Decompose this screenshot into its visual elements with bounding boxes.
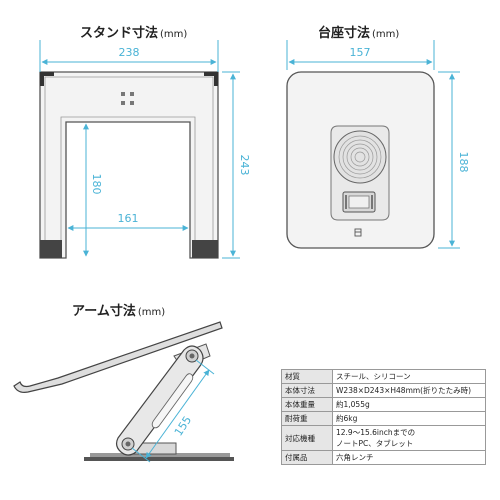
spec-value: 約1,055g [332, 397, 486, 412]
spec-row-weight: 本体重量 約1,055g [281, 397, 486, 412]
base-dimension-title: 台座寸法(mm) [318, 22, 399, 41]
stand-title-text: スタンド寸法 [80, 26, 159, 41]
spec-label: 材質 [281, 369, 333, 384]
stand-width-label: 238 [119, 46, 140, 59]
spec-value: 約6kg [332, 411, 486, 426]
spec-row-dimensions: 本体寸法 W238×D243×H48mm(折りたたみ時) [281, 383, 486, 398]
spec-table: 材質 スチール、シリコーン 本体寸法 W238×D243×H48mm(折りたたみ… [281, 369, 486, 465]
stand-inner-width-label: 161 [118, 212, 139, 225]
spec-value-line2: ノートPC、タブレット [336, 439, 414, 448]
stand-depth-label: 243 [238, 155, 251, 176]
spec-label: 対応機種 [281, 425, 333, 451]
base-dimension-lines [286, 40, 460, 249]
arm-drawing [13, 321, 234, 461]
spec-label: 本体寸法 [281, 383, 333, 398]
spec-value: W238×D243×H48mm(折りたたみ時) [332, 383, 486, 398]
brand-mark-icon [354, 228, 362, 237]
base-title-text: 台座寸法 [318, 26, 371, 41]
base-width-label: 157 [350, 46, 371, 59]
arm-title-text: アーム寸法 [72, 304, 136, 319]
spec-row-accessory: 付属品 六角レンチ [281, 450, 486, 465]
spec-row-load: 耐荷重 約6kg [281, 411, 486, 426]
spec-value: 12.9～15.6inchまでの ノートPC、タブレット [332, 425, 486, 451]
spec-value: 六角レンチ [332, 450, 486, 465]
base-title-unit: (mm) [372, 29, 400, 40]
arm-title-unit: (mm) [137, 307, 166, 318]
screw-holes [121, 92, 134, 105]
spec-label: 耐荷重 [281, 411, 333, 426]
arm-dimension-lines [131, 359, 215, 463]
stand-dimension-lines [39, 40, 240, 259]
stand-inner-height-label: 180 [90, 174, 103, 195]
rotation-disc [333, 130, 387, 184]
stand-title-unit: (mm) [160, 29, 188, 40]
spec-value: スチール、シリコーン [332, 369, 486, 384]
base-depth-label: 188 [457, 152, 470, 173]
base-drawing [286, 71, 435, 249]
spec-row-compatible: 対応機種 12.9～15.6inchまでの ノートPC、タブレット [281, 425, 486, 451]
arm-dimension-title: アーム寸法(mm) [72, 300, 165, 319]
spec-value-line1: 12.9～15.6inchまでの [336, 428, 416, 437]
stand-dimension-title: スタンド寸法(mm) [80, 22, 187, 41]
spec-label: 本体重量 [281, 397, 333, 412]
spec-label: 付属品 [281, 450, 333, 465]
spec-row-material: 材質 スチール、シリコーン [281, 369, 486, 384]
stand-drawing [39, 71, 219, 259]
